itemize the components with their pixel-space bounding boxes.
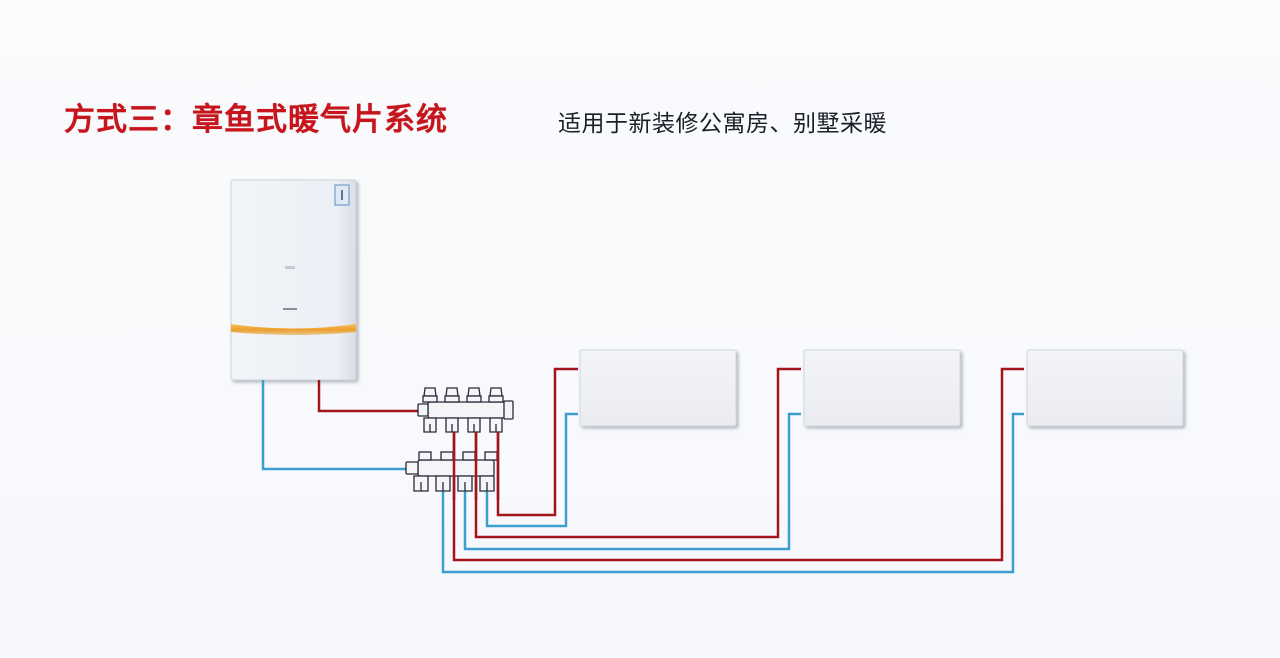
radiator-2 xyxy=(803,349,961,427)
return-manifold xyxy=(405,451,498,492)
supply-manifold-bar xyxy=(427,401,507,419)
return-manifold-top-caps xyxy=(418,451,498,461)
boiler-body xyxy=(230,179,357,381)
supply-pipe-overlay xyxy=(452,432,500,500)
cap-icon xyxy=(440,451,454,461)
valve-icon xyxy=(466,395,482,403)
outlet-fitting-icon xyxy=(479,475,495,492)
valve-icon xyxy=(422,395,438,403)
boiler-supply-pipe xyxy=(317,380,420,413)
outlet-fitting-icon xyxy=(445,417,459,433)
page-subtitle: 适用于新装修公寓房、别墅采暖 xyxy=(558,111,887,137)
return-manifold-inlet xyxy=(405,461,419,475)
outlet-fitting-icon xyxy=(423,417,437,433)
valve-icon xyxy=(488,395,504,403)
supply-manifold-inlet xyxy=(417,403,429,417)
cap-icon xyxy=(462,451,476,461)
boiler-pipes xyxy=(261,380,420,471)
supply-manifold-valves xyxy=(422,387,504,403)
cap-icon xyxy=(484,451,498,461)
return-pipe-radiator-2 xyxy=(463,412,801,551)
return-manifold-bar xyxy=(417,459,495,477)
valve-icon xyxy=(467,387,481,397)
boiler-return-pipe xyxy=(261,380,407,471)
outlet-fitting-icon xyxy=(435,475,451,492)
supply-manifold-endcap xyxy=(503,400,514,420)
boiler-orange-band xyxy=(231,324,356,335)
return-pipe-radiator-1 xyxy=(485,412,578,528)
valve-icon xyxy=(489,387,503,397)
valve-icon xyxy=(444,395,460,403)
supply-manifold-outlets xyxy=(423,417,503,433)
outlet-fitting-icon xyxy=(489,417,503,433)
supply-pipe-radiator-3 xyxy=(452,367,1024,562)
radiators xyxy=(579,349,1184,427)
page-title: 方式三：章鱼式暖气片系统 xyxy=(64,102,448,138)
radiator-3 xyxy=(1026,349,1184,427)
outlet-fitting-icon xyxy=(467,417,481,433)
outlet-fitting-icon xyxy=(413,475,429,492)
outlet-fitting-icon xyxy=(457,475,473,492)
boiler-logo xyxy=(285,266,295,269)
cap-icon xyxy=(418,451,432,461)
valve-icon xyxy=(423,387,437,397)
radiator-1 xyxy=(579,349,737,427)
return-pipe-radiator-3 xyxy=(441,412,1024,574)
valve-icon xyxy=(445,387,459,397)
supply-manifold xyxy=(417,387,514,433)
boiler-brand-text xyxy=(283,308,297,310)
boiler xyxy=(230,179,357,381)
return-manifold-outlets xyxy=(413,475,495,492)
